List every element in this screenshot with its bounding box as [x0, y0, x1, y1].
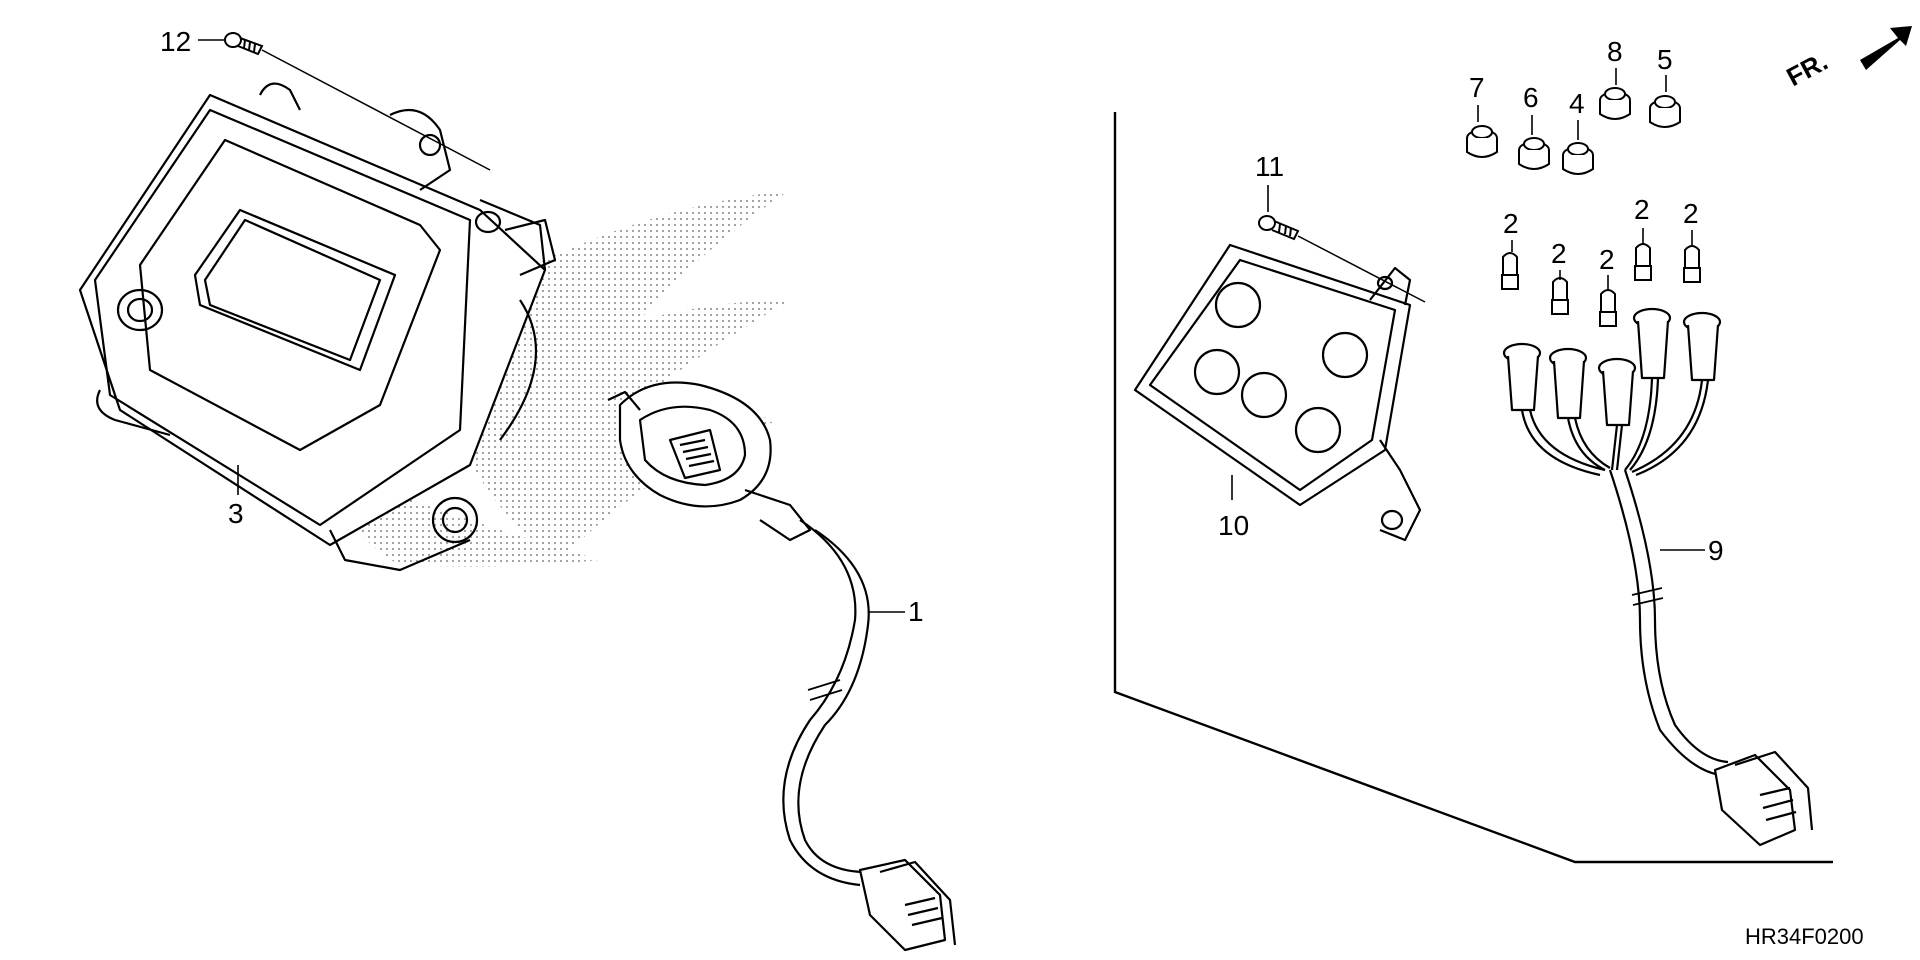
callout-3: 3 [228, 498, 244, 529]
callout-12: 12 [160, 26, 192, 57]
callout-4: 4 [1569, 88, 1585, 119]
callout-6: 6 [1523, 82, 1539, 113]
front-direction-arrow-icon [1860, 26, 1912, 70]
socket-harness-9 [1502, 307, 1814, 847]
callout-1: 1 [908, 596, 924, 627]
callout-2: 2 [1551, 238, 1567, 269]
callout-2: 2 [1503, 208, 1519, 239]
meter-housing [78, 82, 557, 572]
callout-9: 9 [1708, 535, 1724, 566]
callout-11: 11 [1255, 151, 1285, 182]
callout-10: 10 [1218, 510, 1250, 541]
screw-11-icon [1258, 215, 1426, 303]
sensor-harness-1 [607, 381, 957, 952]
leader-lines [198, 39, 1705, 613]
callout-7: 7 [1469, 72, 1485, 103]
callout-2: 2 [1683, 198, 1699, 229]
indicator-panel-10 [1133, 243, 1422, 542]
callout-2: 2 [1599, 244, 1615, 275]
reference-code: HR34F0200 [1745, 924, 1864, 949]
callout-2: 2 [1634, 194, 1650, 225]
callout-8: 8 [1607, 36, 1623, 67]
grommet-set-icon [1466, 87, 1681, 175]
callout-5: 5 [1657, 44, 1673, 75]
inset-frame [1113, 112, 1833, 864]
bulb-set-icon [1501, 243, 1701, 327]
watermark-wing [330, 190, 790, 567]
